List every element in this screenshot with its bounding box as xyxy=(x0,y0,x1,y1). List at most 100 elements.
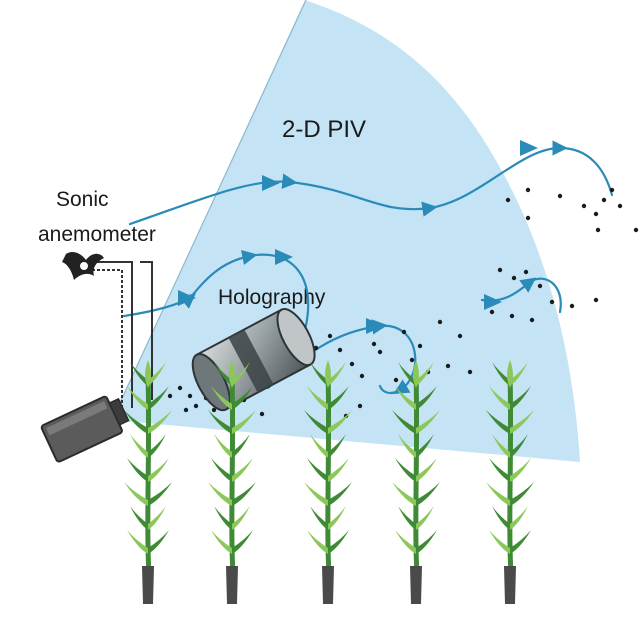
plant-leaf xyxy=(416,386,437,410)
particle xyxy=(593,211,599,217)
plant-leaf xyxy=(486,410,510,434)
plant-stem xyxy=(507,371,515,603)
particle xyxy=(183,407,189,413)
particle xyxy=(377,349,383,355)
plant-leaf xyxy=(328,362,346,386)
plant-leaf xyxy=(416,506,434,530)
plant-leaf xyxy=(416,458,437,482)
plant-tip xyxy=(413,360,419,388)
plant-base xyxy=(226,566,238,604)
plant-leaf xyxy=(416,434,434,458)
particle xyxy=(505,197,511,203)
plant-leaf xyxy=(328,482,352,506)
plant-leaf xyxy=(492,506,510,530)
plant-leaf xyxy=(304,410,328,434)
particle xyxy=(357,403,363,409)
plant-stem xyxy=(325,371,333,603)
plant-tip xyxy=(229,360,235,388)
plant-leaf xyxy=(328,434,346,458)
plant-leaf xyxy=(416,410,440,434)
plant-leaf xyxy=(392,410,416,434)
plant-stem xyxy=(145,371,153,603)
particle xyxy=(549,299,555,305)
plant-leaf xyxy=(398,434,416,458)
particle xyxy=(211,407,217,413)
plant-leaf xyxy=(211,530,232,554)
plant-leaf xyxy=(510,362,528,386)
plant-base xyxy=(322,566,334,604)
particle xyxy=(601,197,607,203)
plant-leaf xyxy=(510,506,528,530)
particle xyxy=(525,215,531,221)
plant-leaf xyxy=(232,458,253,482)
plant-leaf xyxy=(310,434,328,458)
plant-leaf xyxy=(489,530,510,554)
plant-leaf xyxy=(124,410,148,434)
plant-leaf xyxy=(328,386,349,410)
plant-stem xyxy=(229,371,237,603)
plant-leaf xyxy=(416,362,434,386)
plant-leaf xyxy=(486,482,510,506)
particle xyxy=(609,187,615,193)
plant-leaf xyxy=(307,458,328,482)
plant-leaf xyxy=(310,362,328,386)
particle xyxy=(633,227,639,233)
plant-leaf xyxy=(489,386,510,410)
plant-leaf xyxy=(127,458,148,482)
particle xyxy=(595,227,601,233)
particle xyxy=(617,203,623,209)
particle xyxy=(327,333,333,339)
particle xyxy=(457,333,463,339)
plant-leaf xyxy=(232,482,256,506)
piv-sheet-edge xyxy=(111,0,307,421)
streamline-right xyxy=(480,277,562,314)
particle xyxy=(401,329,407,335)
plant-leaf xyxy=(232,362,250,386)
sonic-anemometer-label-line1: Sonic xyxy=(56,188,109,211)
plant-leaf xyxy=(130,506,148,530)
plant-tip xyxy=(145,360,151,388)
plant-leaf xyxy=(148,482,172,506)
particle xyxy=(359,373,365,379)
plant-leaf xyxy=(232,410,256,434)
particle xyxy=(445,363,451,369)
plant-leaf xyxy=(510,386,531,410)
plant-leaf xyxy=(510,434,528,458)
plant-leaf xyxy=(148,362,166,386)
plant-stem xyxy=(413,371,421,603)
plant-leaf xyxy=(232,530,253,554)
plant-leaf xyxy=(127,530,148,554)
plant-leaf xyxy=(304,482,328,506)
plant-icon xyxy=(392,360,440,604)
plant-leaf xyxy=(328,506,346,530)
particle xyxy=(569,303,575,309)
plant-leaf xyxy=(127,386,148,410)
plant-base xyxy=(142,566,154,604)
particle xyxy=(417,343,423,349)
plant-tip xyxy=(507,360,513,388)
plant-icon xyxy=(124,360,172,604)
arrowhead xyxy=(178,290,196,306)
plant-leaf xyxy=(510,530,531,554)
particle xyxy=(193,403,199,409)
plant-base xyxy=(410,566,422,604)
flow-arrowheads xyxy=(178,140,538,334)
vegetation-canopy xyxy=(124,360,534,604)
plant-leaf xyxy=(416,530,437,554)
plant-leaf xyxy=(310,506,328,530)
plant-leaf xyxy=(395,386,416,410)
plant-leaf xyxy=(148,458,169,482)
plant-leaf xyxy=(328,530,349,554)
particle xyxy=(259,411,265,417)
plant-leaf xyxy=(307,386,328,410)
particle xyxy=(593,297,599,303)
streamline-upper xyxy=(128,140,614,226)
particle xyxy=(509,313,515,319)
particle xyxy=(437,319,443,325)
plant-leaf xyxy=(148,530,169,554)
sonic-anemometer-icon xyxy=(62,252,153,410)
plant-leaf xyxy=(398,362,416,386)
plant-leaf xyxy=(395,530,416,554)
particle xyxy=(393,377,399,383)
